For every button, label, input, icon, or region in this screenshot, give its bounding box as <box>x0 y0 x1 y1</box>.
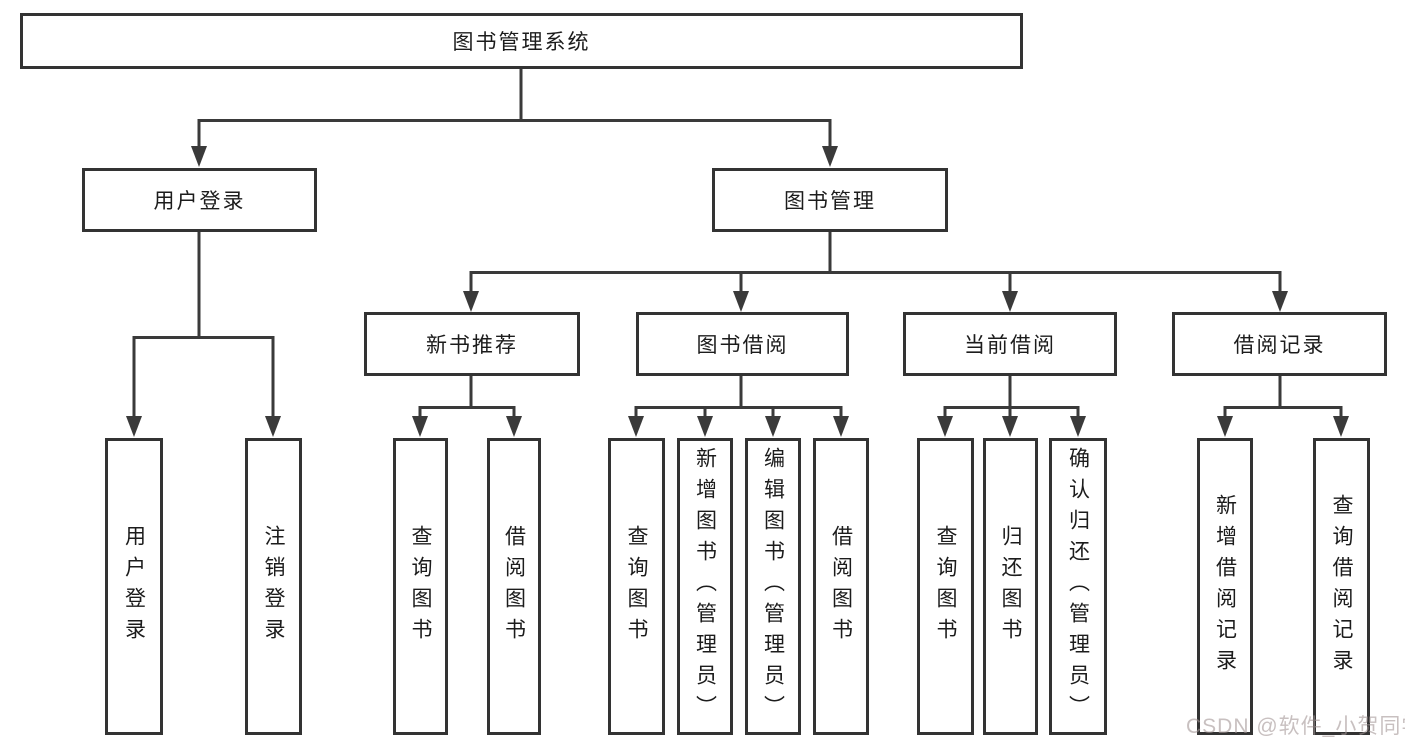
arrow-down-icon <box>937 416 953 437</box>
node-label: 借阅记录 <box>1233 334 1326 357</box>
leaf-query-books-current: 查询图书 <box>917 438 974 735</box>
node-label: 用户登录 <box>122 524 146 649</box>
arrow-down-icon <box>697 416 713 437</box>
arrow-down-icon <box>506 416 522 437</box>
arrow-down-icon <box>1217 416 1233 437</box>
leaf-query-books-borrow: 查询图书 <box>608 438 665 735</box>
node-label: 查询图书 <box>625 524 648 649</box>
node-label: 借阅图书 <box>829 524 853 649</box>
arrow-down-icon <box>1070 416 1086 437</box>
arrow-down-icon <box>833 416 849 437</box>
node-book-management: 图书管理 <box>712 168 948 232</box>
leaf-return-books: 归还图书 <box>983 438 1038 735</box>
leaf-confirm-return-admin: 确认归还（管理员） <box>1049 438 1107 735</box>
node-label: 归还图书 <box>999 524 1022 649</box>
leaf-logout: 注销登录 <box>245 438 302 735</box>
node-label: 新书推荐 <box>426 334 518 357</box>
arrow-down-icon <box>463 291 479 312</box>
node-borrow-record: 借阅记录 <box>1172 312 1387 376</box>
arrow-down-icon <box>1333 416 1349 437</box>
node-library-system: 图书管理系统 <box>20 13 1023 69</box>
node-current-borrow: 当前借阅 <box>903 312 1117 376</box>
node-label: 图书借阅 <box>696 334 789 357</box>
node-user-login: 用户登录 <box>82 168 317 232</box>
node-label: 当前借阅 <box>964 334 1056 357</box>
node-label: 编辑图书（管理员） <box>761 447 785 726</box>
arrow-down-icon <box>412 416 428 437</box>
leaf-user-login: 用户登录 <box>105 438 163 735</box>
arrow-down-icon <box>628 416 644 437</box>
node-book-borrow: 图书借阅 <box>636 312 849 376</box>
node-label: 图书管理系统 <box>452 31 591 54</box>
arrow-down-icon <box>1272 291 1288 312</box>
csdn-watermark: CSDN @软件_小贺同学 <box>1186 715 1405 738</box>
node-label: 用户登录 <box>153 190 246 213</box>
connector-line-group <box>132 69 1343 416</box>
node-label: 查询图书 <box>934 524 957 649</box>
leaf-query-books-recommend: 查询图书 <box>393 438 448 735</box>
leaf-add-borrow-record: 新增借阅记录 <box>1197 438 1253 735</box>
arrow-down-icon <box>191 146 207 167</box>
node-label: 确认归还（管理员） <box>1066 447 1090 726</box>
node-label: 新增图书（管理员） <box>693 447 717 726</box>
arrow-down-icon <box>733 291 749 312</box>
arrow-down-icon <box>265 416 281 437</box>
leaf-borrow-books: 借阅图书 <box>813 438 869 735</box>
node-label: 注销登录 <box>262 524 285 649</box>
node-label: 查询图书 <box>409 524 432 649</box>
leaf-add-books-admin: 新增图书（管理员） <box>677 438 733 735</box>
arrow-down-icon <box>765 416 781 437</box>
node-label: 新增借阅记录 <box>1213 493 1237 680</box>
arrow-down-icon <box>822 146 838 167</box>
node-label: 查询借阅记录 <box>1330 493 1353 680</box>
arrowhead-group <box>126 146 1349 437</box>
node-label: 借阅图书 <box>502 524 526 649</box>
leaf-query-borrow-record: 查询借阅记录 <box>1313 438 1370 735</box>
arrow-down-icon <box>1002 291 1018 312</box>
node-label: 图书管理 <box>784 190 876 213</box>
arrow-down-icon <box>126 416 142 437</box>
node-new-book-recommend: 新书推荐 <box>364 312 580 376</box>
leaf-borrow-books-recommend: 借阅图书 <box>487 438 541 735</box>
arrow-down-icon <box>1002 416 1018 437</box>
leaf-edit-books-admin: 编辑图书（管理员） <box>745 438 801 735</box>
